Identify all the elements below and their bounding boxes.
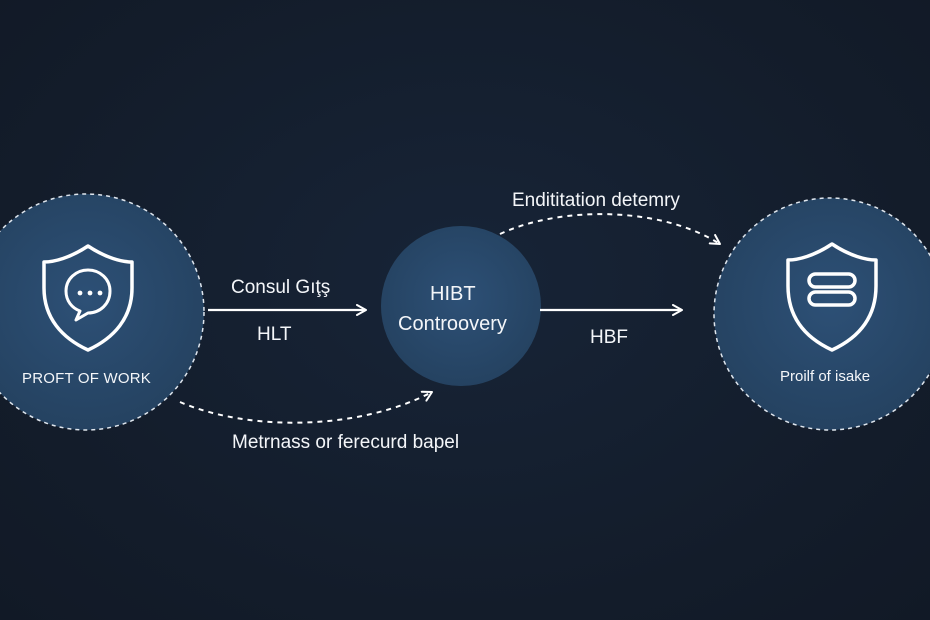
curve-top-label: Endititation detemry	[512, 190, 680, 211]
center-node[interactable]	[381, 226, 541, 386]
center-node-title: HIBT	[430, 283, 476, 305]
right-node-circle	[713, 197, 930, 431]
center-node-circle	[381, 226, 541, 386]
shield-link-icon	[786, 242, 878, 352]
right-node-label: Proilf of isake	[780, 368, 871, 385]
left-node-circle	[0, 193, 205, 431]
curve-top-arrow	[499, 213, 721, 245]
left-node[interactable]	[0, 193, 205, 431]
left-node-label: PROFT OF WORK	[22, 370, 151, 387]
curve-bottom-arrow	[179, 390, 433, 424]
center-node-subtitle: Controovery	[398, 313, 507, 335]
right-node[interactable]	[713, 197, 930, 431]
arrow-left-top-label: Consul Gıţş	[231, 277, 331, 298]
arrow-left-bottom-label: HLT	[257, 324, 292, 345]
curve-bottom-label: Metrnass or ferecurd bapel	[232, 432, 460, 453]
arrow-right-bottom-label: HBF	[590, 327, 628, 348]
shield-chat-icon	[42, 244, 134, 352]
